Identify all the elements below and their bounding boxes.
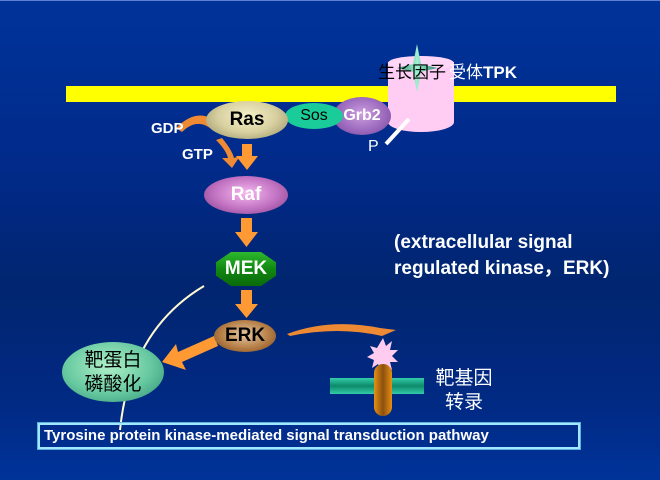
growth-factor-label: 生长因子 bbox=[378, 63, 446, 83]
arrow-raf-to-mek bbox=[235, 218, 258, 247]
target-protein-phosphorylation-node: 靶蛋白 磷酸化 bbox=[62, 342, 164, 402]
gene-transcription-line1: 靶基因 bbox=[435, 367, 493, 389]
phosphate-link-line bbox=[384, 117, 411, 146]
arrow-erk-to-target-protein bbox=[162, 336, 218, 370]
caption-box bbox=[37, 422, 581, 450]
gtp-curve-arrow bbox=[216, 138, 240, 168]
mek-node: MEK bbox=[216, 252, 276, 286]
receptor-label-en: TPK bbox=[483, 63, 517, 82]
gdp-label: GDP bbox=[151, 120, 184, 137]
gene-transcription-line2: 转录 bbox=[444, 391, 483, 413]
cell-membrane bbox=[66, 86, 616, 102]
receptor-tpk-label: 受体TPK bbox=[449, 58, 517, 83]
raf-node: Raf bbox=[204, 176, 288, 214]
receptor-label-cn: 受体 bbox=[449, 63, 483, 83]
arrow-mek-to-erk bbox=[235, 290, 258, 318]
gdp-curve-arrow bbox=[176, 115, 214, 132]
phosphate-label: P bbox=[368, 138, 379, 155]
erk-definition-line1: (extracellular signal bbox=[394, 232, 573, 253]
erk-node: ERK bbox=[214, 320, 276, 352]
slide-top-border bbox=[0, 0, 660, 1]
transcription-factor-pill bbox=[374, 364, 392, 416]
target-protein-line1: 靶蛋白 bbox=[84, 349, 142, 371]
erk-definition-line2: regulated kinase，ERK) bbox=[394, 258, 610, 279]
target-protein-line2: 磷酸化 bbox=[84, 373, 142, 395]
gtp-label: GTP bbox=[182, 146, 213, 163]
arrow-erk-to-gene bbox=[287, 324, 396, 336]
sos-node: Sos bbox=[285, 103, 343, 129]
erk-definition-text: (extracellular signal regulated kinase，E… bbox=[394, 230, 609, 282]
activation-burst-icon bbox=[367, 338, 398, 372]
receptor-tpk-cylinder bbox=[388, 62, 454, 132]
gene-transcription-label: 靶基因 转录 bbox=[430, 366, 498, 414]
annotation-curve-line bbox=[119, 285, 205, 431]
ras-node: Ras bbox=[206, 101, 288, 139]
growth-factor-star-icon bbox=[397, 44, 437, 92]
caption-text: Tyrosine protein kinase-mediated signal … bbox=[44, 427, 489, 444]
arrow-ras-to-raf bbox=[236, 144, 258, 170]
